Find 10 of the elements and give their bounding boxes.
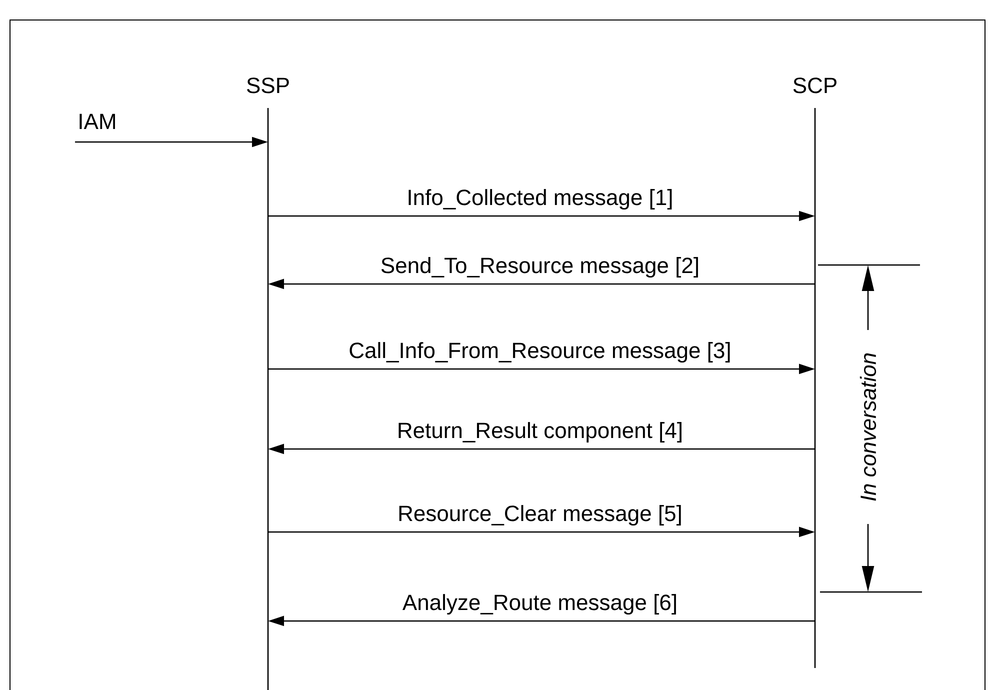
edge-label: Info_Collected message [1] xyxy=(408,189,672,210)
edge-label: Send_To_Resource message [2] xyxy=(381,257,698,278)
edge-label: Analyze_Route message [6] xyxy=(402,594,676,615)
edge-label: Return_Result component [4] xyxy=(398,422,682,443)
edge-label: Call_Info_From_Resource message [3] xyxy=(350,342,730,363)
edge-label: IAM xyxy=(80,114,115,129)
dimension-label: In conversation xyxy=(860,353,876,501)
edge-label: Resource_Clear message [5] xyxy=(399,505,681,526)
lifeline: SCP xyxy=(793,78,836,668)
lifeline: SSP xyxy=(247,78,289,690)
